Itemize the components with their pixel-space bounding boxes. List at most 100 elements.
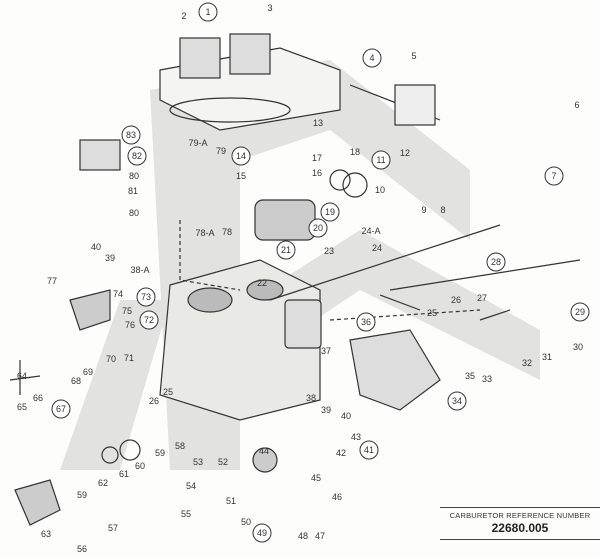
callout-label: 70 xyxy=(106,354,116,364)
callout-label: 40 xyxy=(341,411,351,421)
callout-label: 49 xyxy=(257,528,267,538)
callout-label: 60 xyxy=(135,461,145,471)
callout-label: 19 xyxy=(325,207,335,217)
callout-label: 71 xyxy=(124,353,134,363)
callout-label: 76 xyxy=(125,320,135,330)
reference-box: CARBURETOR REFERENCE NUMBER 22680.005 xyxy=(440,507,600,540)
callout-label: 38-A xyxy=(130,265,149,275)
callout-label: 15 xyxy=(236,171,246,181)
callout-label: 50 xyxy=(241,517,251,527)
callout-label: 62 xyxy=(98,478,108,488)
callout-label: 23 xyxy=(324,246,334,256)
reference-title: CARBURETOR REFERENCE NUMBER xyxy=(449,511,591,520)
callout-label: 4 xyxy=(369,53,374,63)
callout-label: 1 xyxy=(205,7,210,17)
callout-label: 63 xyxy=(41,529,51,539)
callout-label: 34 xyxy=(452,396,462,406)
callout-label: 58 xyxy=(175,441,185,451)
callout-circle xyxy=(136,287,156,307)
callout-circle xyxy=(51,399,71,419)
callout-label: 82 xyxy=(132,151,142,161)
callout-label: 11 xyxy=(376,155,385,165)
callout-label: 20 xyxy=(313,223,323,233)
callout-label: 44 xyxy=(259,446,269,456)
callout-label: 5 xyxy=(411,51,416,61)
callout-label: 53 xyxy=(193,457,203,467)
callout-circle xyxy=(231,146,251,166)
callout-label: 13 xyxy=(313,118,323,128)
callout-label: 47 xyxy=(315,531,325,541)
callout-label: 78-A xyxy=(195,228,214,238)
callout-circle xyxy=(308,218,328,238)
callout-label: 81 xyxy=(128,186,138,196)
callout-label: 83 xyxy=(126,130,136,140)
callout-circle xyxy=(486,252,506,272)
callout-label: 73 xyxy=(141,292,151,302)
callout-label: 52 xyxy=(218,457,228,467)
callout-label: 39 xyxy=(321,405,331,415)
callout-label: 16 xyxy=(312,168,322,178)
callout-label: 42 xyxy=(336,448,346,458)
callout-label: 9 xyxy=(421,205,426,215)
callout-label: 21 xyxy=(281,245,291,255)
callout-circle xyxy=(121,125,141,145)
callout-label: 33 xyxy=(482,374,492,384)
callout-label: 38 xyxy=(306,393,316,403)
callout-label: 80 xyxy=(129,171,139,181)
callout-label: 65 xyxy=(17,402,27,412)
callout-circle xyxy=(198,2,218,22)
callout-label: 10 xyxy=(375,185,385,195)
callout-label: 14 xyxy=(236,151,246,161)
callout-label: 74 xyxy=(113,289,123,299)
callout-label: 67 xyxy=(56,404,66,414)
callout-circle xyxy=(127,146,147,166)
callout-label: 35 xyxy=(465,371,475,381)
callout-label: 22 xyxy=(257,278,267,288)
callout-circle xyxy=(276,240,296,260)
callout-label: 77 xyxy=(47,276,57,286)
callout-label: 45 xyxy=(311,473,321,483)
callout-circle xyxy=(139,310,159,330)
callout-label: 18 xyxy=(350,147,360,157)
callout-label: 24 xyxy=(372,243,382,253)
callout-label: 8 xyxy=(440,205,445,215)
callout-circle xyxy=(544,166,564,186)
callout-circle xyxy=(356,312,376,332)
callout-label: 80 xyxy=(129,208,139,218)
callout-label: 66 xyxy=(33,393,43,403)
callout-label: 32 xyxy=(522,358,532,368)
callout-label: 3 xyxy=(267,3,272,13)
parts-drawing xyxy=(9,33,581,526)
callout-circle xyxy=(320,202,340,222)
callout-circle xyxy=(447,391,467,411)
callout-label: 26 xyxy=(451,295,461,305)
callout-label: 68 xyxy=(71,376,81,386)
callout-circle xyxy=(371,150,391,170)
callout-label: 7 xyxy=(551,171,556,181)
callout-label: 37 xyxy=(321,346,331,356)
callout-circle xyxy=(362,48,382,68)
callout-label: 54 xyxy=(186,481,196,491)
callout-circle xyxy=(252,523,272,543)
callout-label: 43 xyxy=(351,432,361,442)
callout-label: 31 xyxy=(542,352,552,362)
callout-label: 59 xyxy=(155,448,165,458)
callout-label: 25 xyxy=(163,387,173,397)
callout-label: 59 xyxy=(77,490,87,500)
callout-label: 48 xyxy=(298,531,308,541)
callout-label: 56 xyxy=(77,544,87,554)
callout-circle xyxy=(570,302,590,322)
callout-label: 26 xyxy=(149,396,159,406)
callout-label: 40 xyxy=(91,242,101,252)
callout-label: 41 xyxy=(364,445,374,455)
callout-label: 57 xyxy=(108,523,118,533)
callout-label: 6 xyxy=(574,100,579,110)
callout-label: 69 xyxy=(83,367,93,377)
callout-label: 39 xyxy=(105,253,115,263)
callout-label: 12 xyxy=(400,148,410,158)
callout-label: 79-A xyxy=(188,138,207,148)
callout-label: 28 xyxy=(491,257,501,267)
